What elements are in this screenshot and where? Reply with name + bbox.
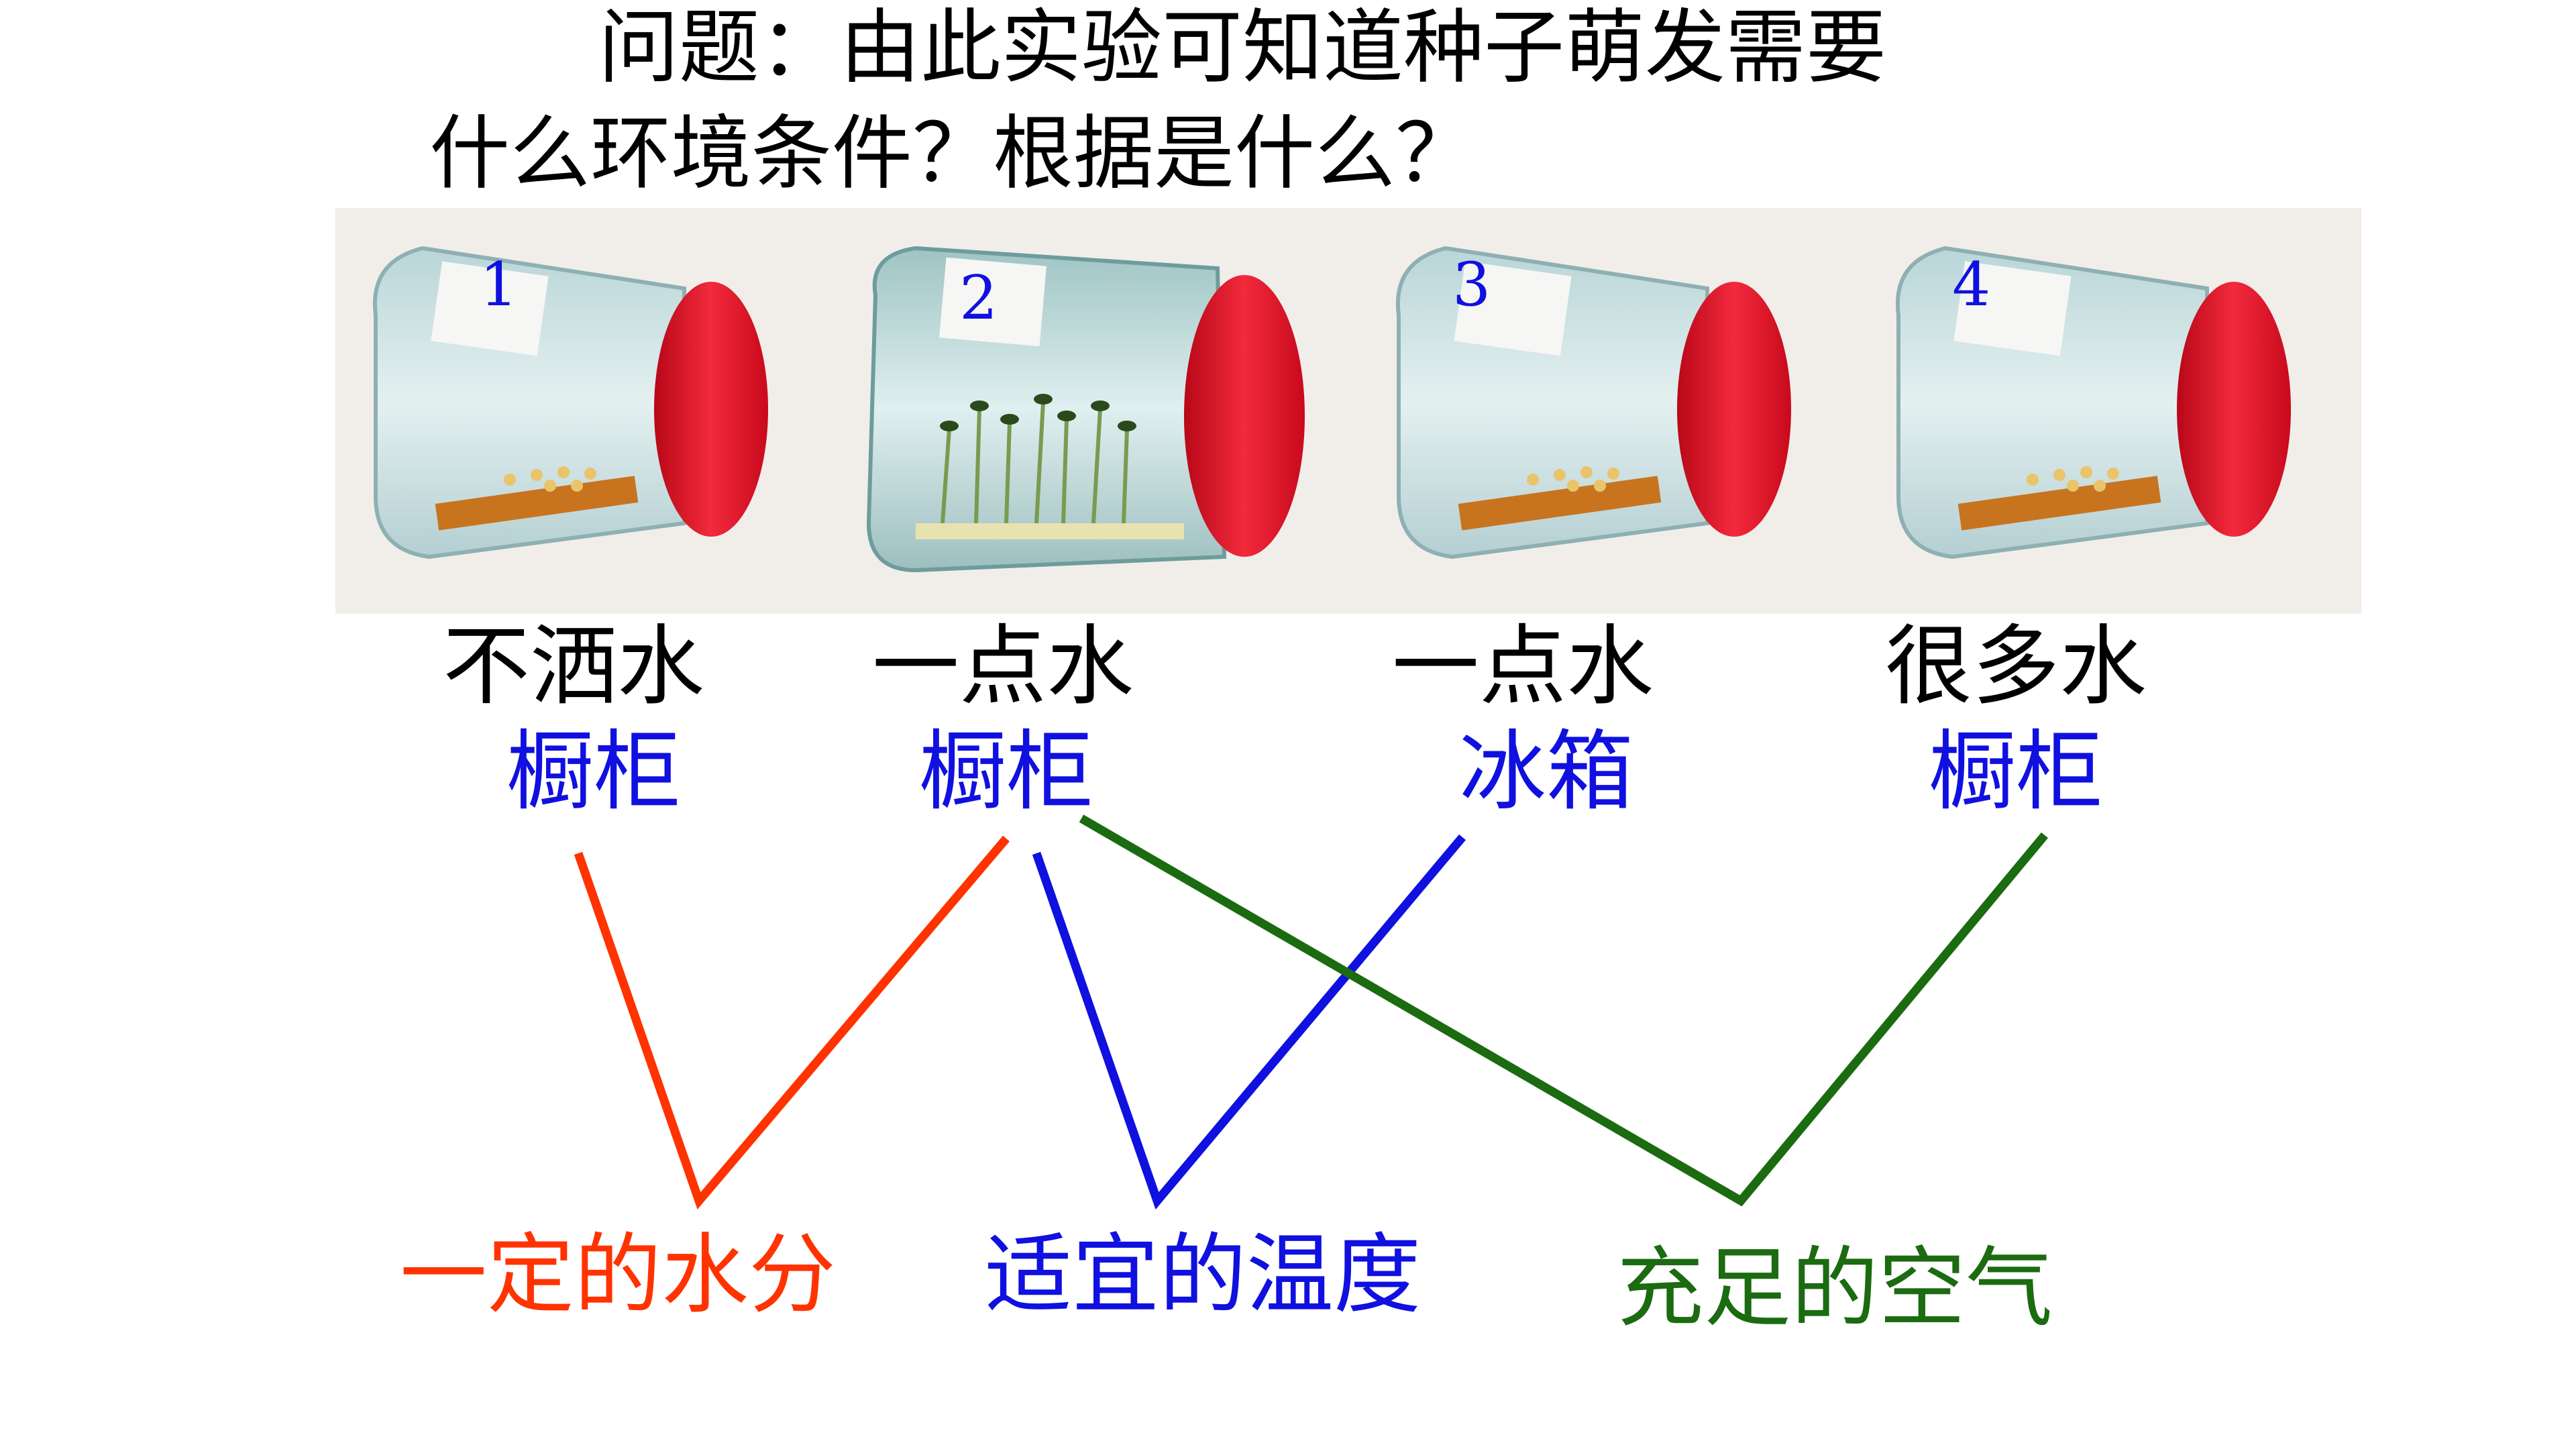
jar-1-place-label: 橱柜 bbox=[506, 720, 682, 822]
air-comparison-line bbox=[1079, 814, 2048, 1207]
temperature-comparison-line bbox=[1032, 834, 1466, 1210]
jar-2-body bbox=[866, 246, 1305, 573]
jar-1-illustration bbox=[372, 246, 768, 559]
jar-1-lid bbox=[654, 282, 768, 537]
jar-2-place-label: 橱柜 bbox=[919, 720, 1094, 822]
jar-3-illustration bbox=[1395, 246, 1791, 559]
result-water: 一定的水分 bbox=[400, 1224, 837, 1326]
seedlings bbox=[941, 402, 1129, 524]
jar-image-panel: 1 2 bbox=[335, 208, 2361, 614]
jar-2-number: 2 bbox=[959, 263, 998, 333]
jar-3-water-label: 一点水 bbox=[1392, 615, 1654, 717]
question-line-1: 问题：由此实验可知道种子萌发需要 bbox=[598, 1, 1886, 95]
jar-3-body bbox=[1395, 246, 1791, 559]
jar-4-illustration bbox=[1895, 246, 2291, 559]
jar-1-body bbox=[372, 246, 768, 559]
jar-3-number: 3 bbox=[1452, 250, 1491, 320]
water-comparison-line bbox=[574, 835, 1010, 1210]
jar-2-water-label: 一点水 bbox=[872, 615, 1134, 717]
jar-3-place-label: 冰箱 bbox=[1459, 720, 1634, 822]
jar-4-body bbox=[1895, 246, 2291, 559]
jar-4-number: 4 bbox=[1952, 250, 1991, 320]
jar-4-place-label: 橱柜 bbox=[1929, 720, 2104, 822]
jar-4-water-label: 很多水 bbox=[1885, 615, 2147, 717]
result-temperature: 适宜的温度 bbox=[985, 1224, 1421, 1326]
jar-4-lid bbox=[2177, 282, 2291, 537]
question-line-2: 什么环境条件？根据是什么？ bbox=[429, 107, 1476, 201]
result-air: 充足的空气 bbox=[1617, 1237, 2053, 1339]
jar-3-lid bbox=[1677, 282, 1791, 537]
jar-2-lid bbox=[1184, 275, 1305, 557]
jar-1-number: 1 bbox=[480, 250, 519, 320]
jar-1-water-label: 不洒水 bbox=[443, 615, 705, 717]
jar-2-illustration bbox=[866, 246, 1305, 573]
